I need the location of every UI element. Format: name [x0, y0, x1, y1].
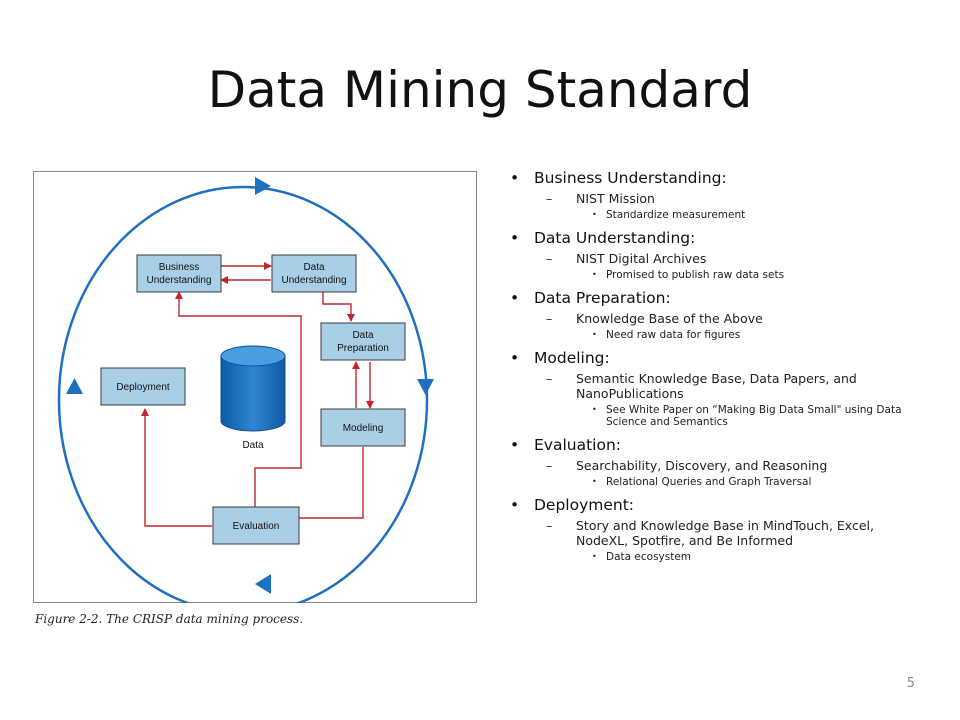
dash-marker: – — [546, 191, 553, 206]
cycle-arrowhead-top — [255, 177, 271, 195]
bullet-data-understanding: •Data Understanding: — [510, 229, 696, 247]
bullet-dot: • — [592, 552, 597, 561]
dash-marker: – — [546, 311, 553, 326]
slide-title: Data Mining Standard — [207, 61, 753, 119]
sub-bullet: –NIST Mission — [546, 191, 655, 206]
cycle-arrowhead-bottom — [255, 574, 271, 594]
bullet-dot: • — [592, 477, 597, 486]
node-deployment: Deployment — [100, 367, 186, 406]
bullet-dot: • — [510, 169, 520, 187]
node-data-understanding-label-1: Data — [303, 262, 325, 273]
arrow-modeling-to-evaluation — [272, 447, 364, 522]
bullet-dot: • — [510, 496, 520, 514]
data-cylinder-label: Data — [242, 440, 264, 451]
sub-bullet: –Searchability, Discovery, and Reasoning — [546, 458, 828, 473]
sub-bullet: –NIST Digital Archives — [546, 251, 707, 266]
sub-bullet: –Story and Knowledge Base in MindTouch, … — [546, 518, 874, 548]
cycle-arrowhead-right — [417, 379, 434, 395]
sub-sub-bullet: •Relational Queries and Graph Traversal — [592, 476, 812, 488]
dash-marker: – — [546, 458, 553, 473]
bullet-deployment: •Deployment: — [510, 496, 635, 514]
node-business-understanding: Business Understanding — [136, 254, 222, 293]
sub-sub-bullet: •Standardize measurement — [592, 209, 746, 221]
bullet-list: •Business Understanding: –NIST Mission •… — [510, 168, 930, 563]
dash-marker: – — [546, 251, 553, 266]
sub-sub-bullet: •Promised to publish raw data sets — [592, 269, 785, 281]
sub-bullet: –Knowledge Base of the Above — [546, 311, 763, 326]
bullet-modeling: •Modeling: — [510, 349, 610, 367]
arrow-evaluation-to-deployment — [141, 408, 212, 527]
bullet-dot: • — [510, 289, 520, 307]
node-data-understanding: Data Understanding — [271, 254, 357, 293]
node-deployment-label: Deployment — [116, 382, 170, 393]
bullet-dot: • — [592, 210, 597, 219]
crisp-diagram: Business Understanding Data Understandin… — [57, 177, 434, 603]
node-data-understanding-label-2: Understanding — [281, 275, 346, 286]
sub-bullet: –Semantic Knowledge Base, Data Papers, a… — [546, 371, 857, 401]
cycle-arrowhead-left — [66, 378, 83, 394]
figure-caption: Figure 2-2. The CRISP data mining proces… — [35, 612, 304, 626]
node-business-understanding-label-2: Understanding — [146, 275, 211, 286]
node-data-preparation-label-2: Preparation — [337, 343, 389, 354]
bullet-business-understanding: •Business Understanding: — [510, 169, 727, 187]
dash-marker: – — [546, 371, 553, 386]
page-number: 5 — [906, 676, 915, 691]
node-modeling: Modeling — [320, 408, 406, 447]
bullet-dot: • — [510, 229, 520, 247]
bullet-dot: • — [510, 349, 520, 367]
sub-sub-bullet: •Need raw data for figures — [592, 329, 741, 341]
bullet-dot: • — [510, 436, 520, 454]
cycle-ring — [57, 185, 429, 603]
sub-sub-bullet: •See White Paper on “Making Big Data Sma… — [592, 404, 902, 428]
sub-sub-bullet: •Data ecosystem — [592, 551, 692, 563]
bullet-dot: • — [592, 330, 597, 339]
bullet-dot: • — [592, 270, 597, 279]
bullet-evaluation: •Evaluation: — [510, 436, 622, 454]
node-data-preparation: Data Preparation — [320, 322, 406, 361]
node-modeling-label: Modeling — [343, 423, 384, 434]
node-evaluation: Evaluation — [212, 506, 300, 545]
data-cylinder: Data — [220, 345, 286, 451]
bullet-dot: • — [592, 405, 597, 414]
bullet-data-preparation: •Data Preparation: — [510, 289, 671, 307]
node-data-preparation-label-1: Data — [352, 330, 374, 341]
dash-marker: – — [546, 518, 553, 533]
figure-frame — [33, 171, 477, 603]
arrow-data-understanding-to-preparation — [322, 292, 355, 322]
node-evaluation-label: Evaluation — [233, 521, 280, 532]
arrow-evaluation-to-business — [175, 291, 302, 509]
node-business-understanding-label-1: Business — [159, 262, 200, 273]
